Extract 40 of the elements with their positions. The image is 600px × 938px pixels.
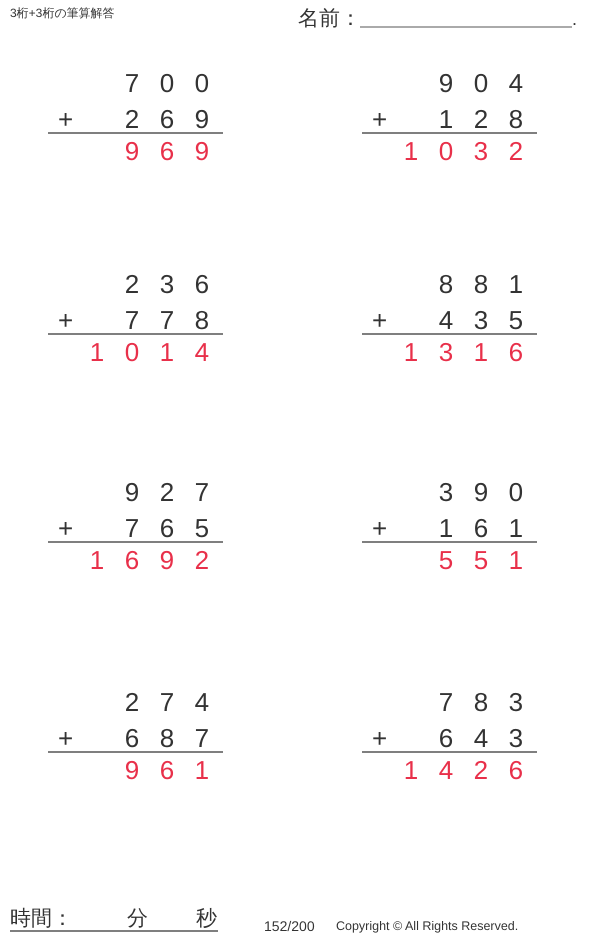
minutes-label: 分 (127, 908, 148, 929)
copyright-notice: Copyright © All Rights Reserved. (336, 920, 518, 932)
answer-number: 1316 (404, 339, 544, 365)
answer-number: 1032 (404, 138, 544, 164)
name-label: 名前： (298, 8, 361, 29)
addend-number: 269 (124, 106, 230, 132)
plus-sign: + (372, 725, 408, 751)
addend-number: 435 (438, 307, 544, 333)
addend-number: 161 (438, 515, 544, 541)
addend-number: 881 (438, 271, 544, 297)
addend-number: 700 (124, 70, 230, 96)
answer-number: 969 (124, 138, 230, 164)
addend-number: 390 (438, 479, 544, 505)
addend-number: 778 (124, 307, 230, 333)
page-number: 152/200 (264, 919, 315, 933)
answer-number: 961 (124, 757, 230, 783)
answer-number: 1014 (90, 339, 230, 365)
plus-sign: + (372, 515, 408, 541)
answer-number: 1426 (404, 757, 544, 783)
addend-number: 765 (124, 515, 230, 541)
seconds-label: 秒 (196, 908, 217, 929)
worksheet-title: 3桁+3桁の筆算解答 (10, 7, 114, 19)
plus-sign: + (372, 106, 408, 132)
addend-number: 643 (438, 725, 544, 751)
addend-number: 783 (438, 689, 544, 715)
addend-number: 236 (124, 271, 230, 297)
plus-sign: + (58, 106, 94, 132)
addend-number: 128 (438, 106, 544, 132)
addend-number: 687 (124, 725, 230, 751)
plus-sign: + (58, 515, 94, 541)
time-label: 時間： (10, 908, 73, 929)
addend-number: 274 (124, 689, 230, 715)
answer-number: 551 (438, 547, 544, 573)
plus-sign: + (372, 307, 408, 333)
addend-number: 904 (438, 70, 544, 96)
addend-number: 927 (124, 479, 230, 505)
period-mark: . (572, 10, 578, 28)
answer-number: 1692 (90, 547, 230, 573)
plus-sign: + (58, 307, 94, 333)
plus-sign: + (58, 725, 94, 751)
